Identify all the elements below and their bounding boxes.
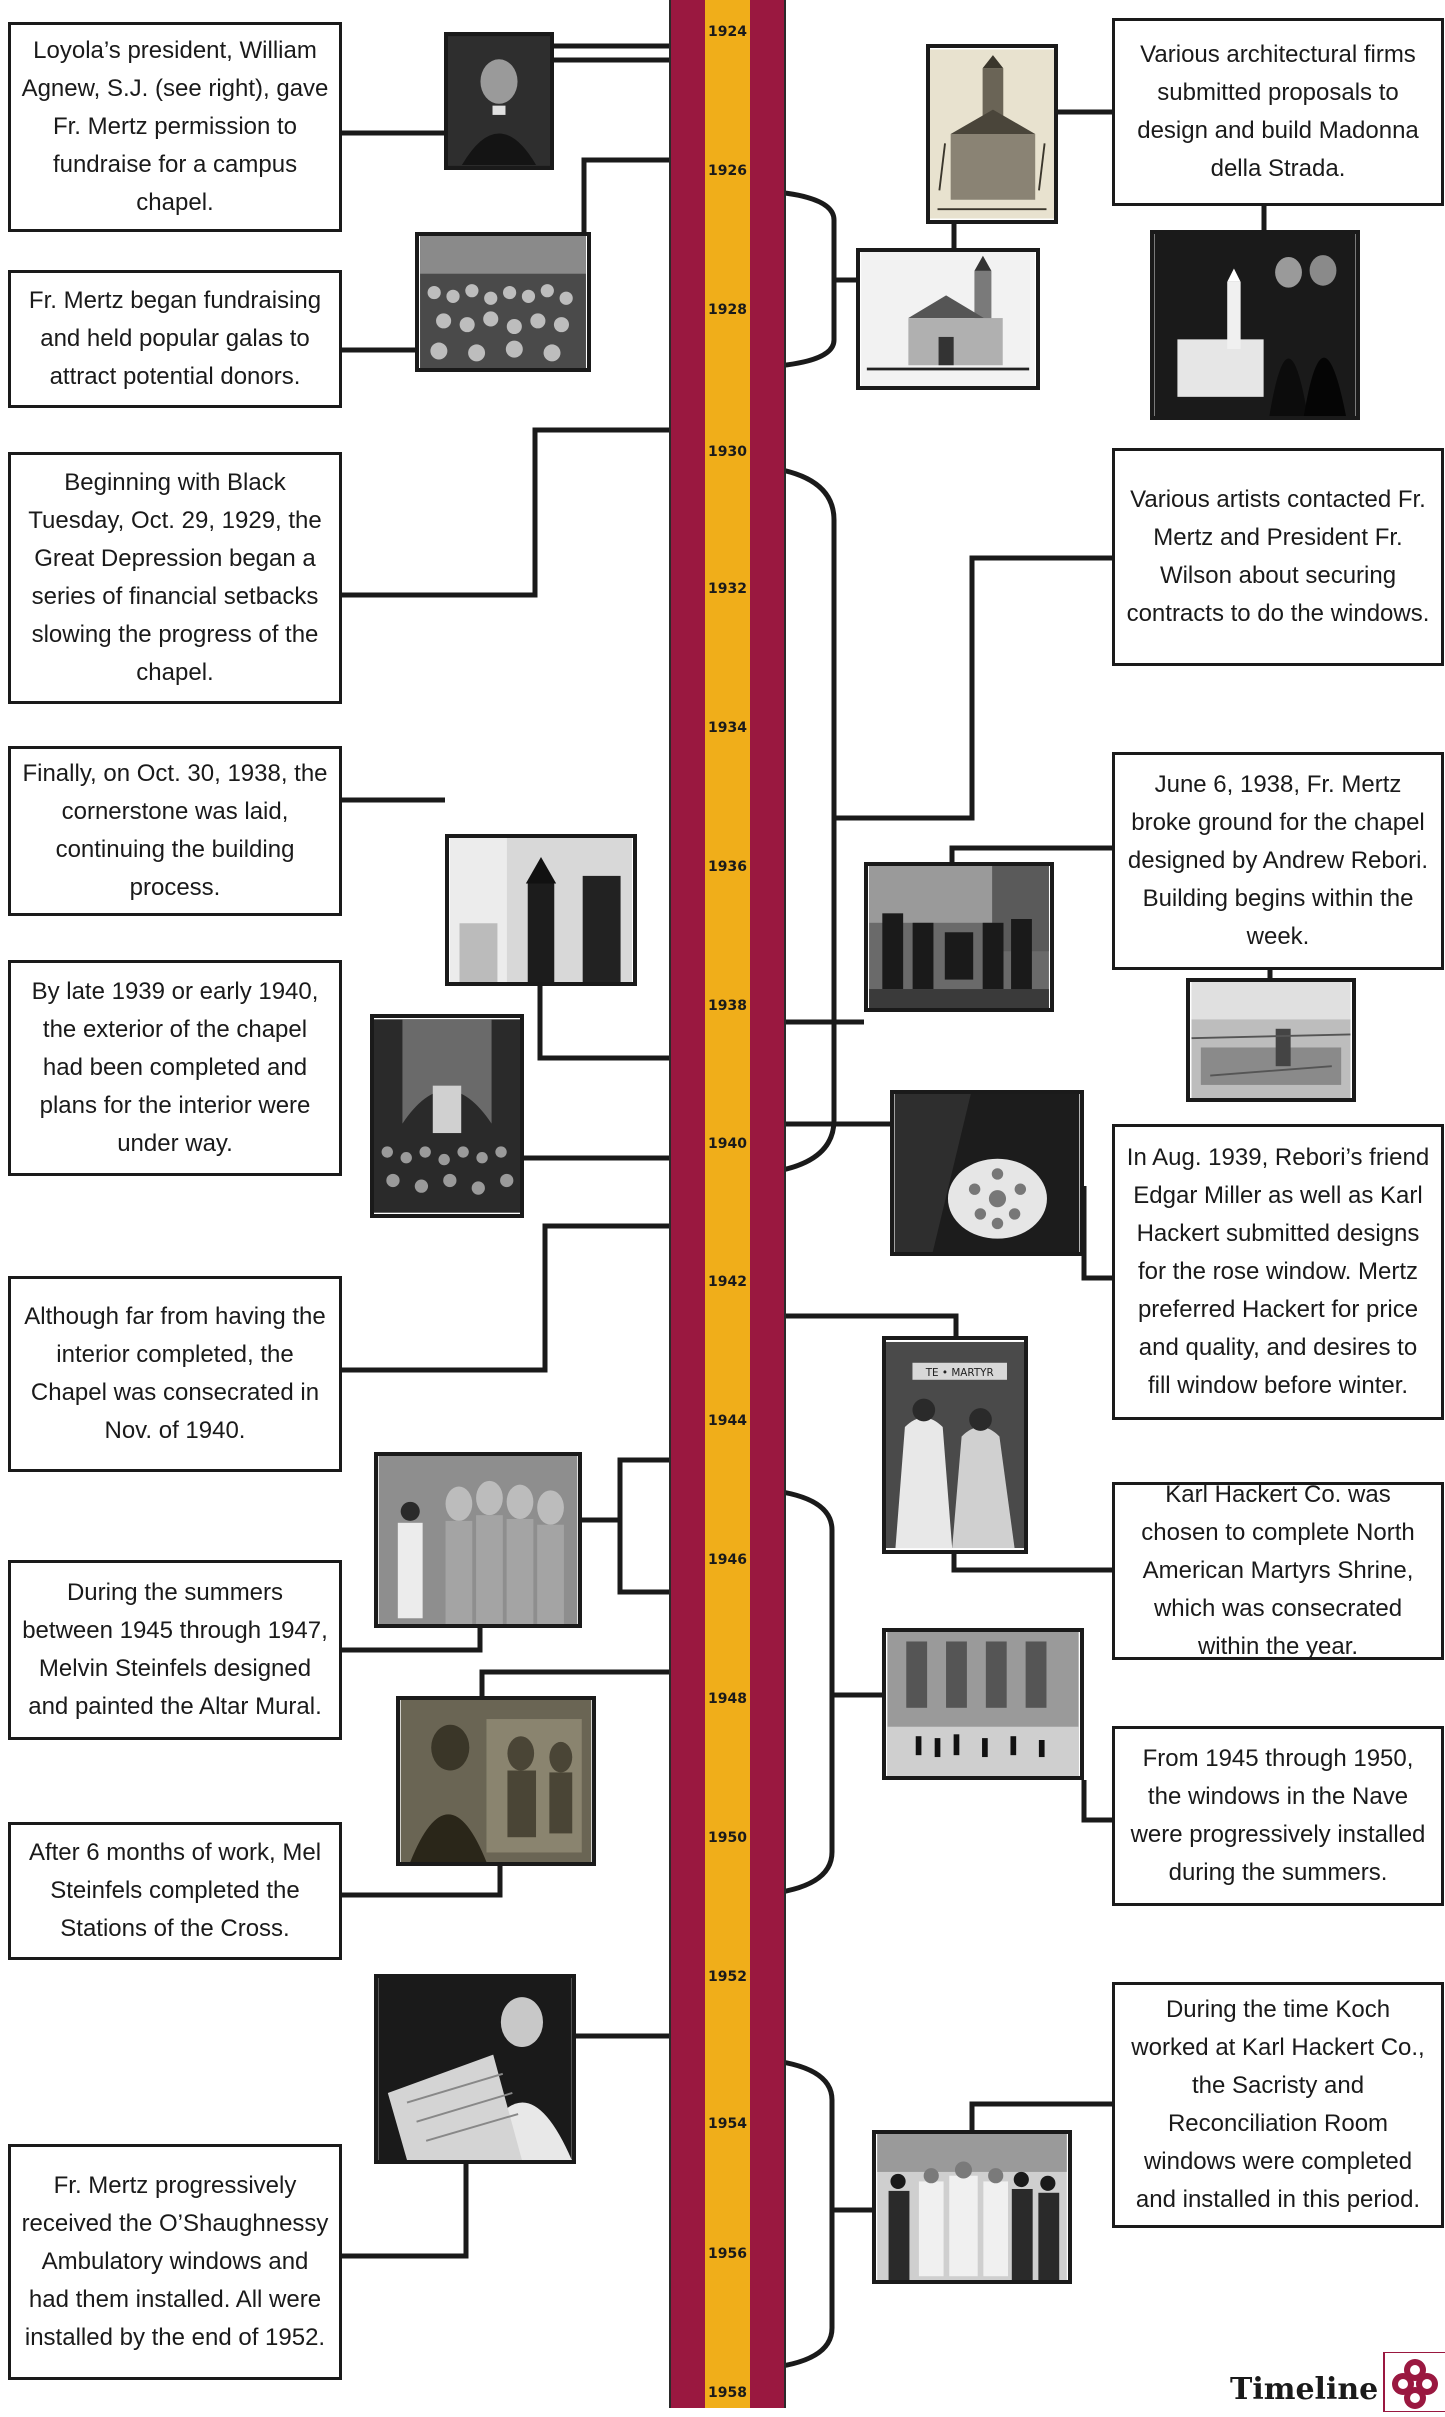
year-label: 1956 xyxy=(708,2246,747,2262)
event-text-right: During the time Koch worked at Karl Hack… xyxy=(1112,1982,1444,2228)
event-text-left: By late 1939 or early 1940, the exterior… xyxy=(8,960,342,1176)
event-text-right: June 6, 1938, Fr. Mertz broke ground for… xyxy=(1112,752,1444,970)
year-label: 1954 xyxy=(708,2116,747,2132)
timeline-band-edge xyxy=(784,0,786,2408)
church-sketch-photo xyxy=(926,44,1058,224)
event-text-right: Various architectural firms submitted pr… xyxy=(1112,18,1444,206)
clergy-group-photo xyxy=(872,2130,1072,2284)
event-text-left: Although far from having the interior co… xyxy=(8,1276,342,1472)
timeline-band-left xyxy=(670,0,705,2408)
connector-line xyxy=(728,1313,959,1336)
year-label: 1940 xyxy=(708,1136,747,1152)
church-drawing-photo xyxy=(856,248,1040,390)
timeline-band-edge xyxy=(669,0,671,2408)
connector-line xyxy=(1081,1186,1112,1281)
event-text-right: Karl Hackert Co. was chosen to complete … xyxy=(1112,1481,1444,1660)
event-text-left: Beginning with Black Tuesday, Oct. 29, 1… xyxy=(8,452,342,704)
connector-line xyxy=(834,555,1112,821)
connector-line xyxy=(342,1866,503,1898)
year-label: 1932 xyxy=(708,581,747,597)
event-text-right: From 1945 through 1950, the windows in t… xyxy=(1112,1726,1444,1906)
groundbreaking-photo xyxy=(864,862,1054,1012)
event-text-right: In Aug. 1939, Rebori’s friend Edgar Mill… xyxy=(1112,1124,1444,1420)
event-text-left: Fr. Mertz progressively received the O’S… xyxy=(8,2144,342,2380)
year-label: 1948 xyxy=(708,1691,747,1707)
altar-mural-photo xyxy=(374,1452,582,1628)
event-text-right: Various artists contacted Fr. Mertz and … xyxy=(1112,448,1444,666)
glass-artist-photo xyxy=(374,1974,576,2164)
quatrefoil-logo-icon xyxy=(1376,2351,1445,2413)
year-label: 1938 xyxy=(708,998,747,1014)
connector-line xyxy=(342,2164,469,2259)
martyrs-shrine-photo: TE • MARTYR xyxy=(882,1336,1028,1554)
cornerstone-ceremony-photo xyxy=(445,834,637,986)
event-text-left: Loyola’s president, William Agnew, S.J. … xyxy=(8,22,342,232)
connector-line xyxy=(342,1628,483,1653)
connector-line xyxy=(537,986,728,1061)
chapel-model-photo xyxy=(1150,230,1360,420)
connector-line xyxy=(342,1223,720,1373)
year-label: 1952 xyxy=(708,1969,747,1985)
year-label: 1950 xyxy=(708,1830,747,1846)
connector-line xyxy=(969,2101,1112,2130)
year-label: 1930 xyxy=(708,444,747,460)
gala-crowd-photo xyxy=(415,232,591,372)
nave-windows-photo xyxy=(882,1628,1084,1780)
construction-site-photo xyxy=(1186,978,1356,1102)
year-label: 1928 xyxy=(708,302,747,318)
year-label: 1934 xyxy=(708,720,747,736)
timeline-band-center xyxy=(705,0,750,2408)
connector-line xyxy=(342,427,728,598)
interior-crowd-photo xyxy=(370,1014,524,1218)
year-label: 1924 xyxy=(708,24,747,40)
connector-line xyxy=(949,845,1112,862)
year-label: 1944 xyxy=(708,1413,747,1429)
connector-line xyxy=(479,1669,728,1696)
timeline-logo-label: Timeline xyxy=(1230,2372,1379,2407)
connector-line xyxy=(951,1554,1112,1573)
rose-window-photo xyxy=(890,1090,1084,1256)
portrait-photo xyxy=(444,32,554,170)
connector-line xyxy=(1081,1780,1112,1823)
year-label: 1958 xyxy=(708,2385,747,2401)
year-label: 1942 xyxy=(708,1274,747,1290)
event-text-left: Finally, on Oct. 30, 1938, the cornersto… xyxy=(8,746,342,916)
year-label: 1936 xyxy=(708,859,747,875)
martyrs-banner-caption: TE • MARTYR xyxy=(925,1367,994,1379)
event-text-left: During the summers between 1945 through … xyxy=(8,1560,342,1740)
timeline-band-right xyxy=(750,0,785,2408)
year-label: 1926 xyxy=(708,163,747,179)
event-text-left: Fr. Mertz began fundraising and held pop… xyxy=(8,270,342,408)
year-label: 1946 xyxy=(708,1552,747,1568)
event-text-left: After 6 months of work, Mel Steinfels co… xyxy=(8,1822,342,1960)
stations-artist-photo xyxy=(396,1696,596,1866)
